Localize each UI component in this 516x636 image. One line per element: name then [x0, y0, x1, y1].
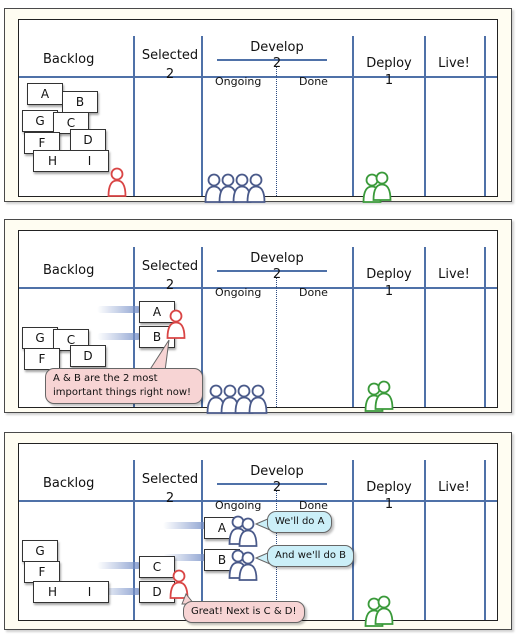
- card-d[interactable]: D: [70, 345, 106, 367]
- person-blue-icon: [220, 384, 240, 414]
- develop-header: Develop: [250, 251, 304, 266]
- card-h-i[interactable]: H I: [33, 150, 109, 172]
- deploy-limit: 1: [384, 284, 394, 299]
- develop-header: Develop: [250, 464, 304, 479]
- card-i-label: I: [87, 154, 92, 168]
- card-h-label: H: [47, 585, 58, 599]
- ongoing-header: Ongoing: [215, 75, 262, 88]
- product-owner-speech-bubble: A & B are the 2 most important things ri…: [45, 368, 203, 404]
- live-header: Live!: [438, 56, 470, 71]
- speech-text: We'll do A: [275, 516, 325, 527]
- ongoing-header: Ongoing: [215, 499, 262, 512]
- selected-header: Selected: [141, 48, 199, 63]
- motion-streak-icon: [97, 306, 141, 313]
- done-header: Done: [299, 75, 328, 88]
- card-b[interactable]: B: [139, 326, 175, 348]
- speech-text: A & B are the 2 most important things ri…: [53, 373, 192, 398]
- card-i-label: I: [87, 585, 92, 599]
- selected-limit: 2: [165, 491, 175, 506]
- selected-header: Selected: [141, 472, 199, 487]
- done-header: Done: [299, 499, 328, 512]
- ongoing-header: Ongoing: [215, 286, 262, 299]
- panel-3: Backlog Selected 2 Develop 2 Ongoing Don…: [4, 432, 512, 630]
- speech-text: And we'll do B: [275, 550, 347, 561]
- live-header: Live!: [438, 480, 470, 495]
- selected-limit: 2: [165, 278, 175, 293]
- card-g[interactable]: G: [22, 540, 58, 562]
- motion-streak-icon: [97, 562, 141, 569]
- backlog-header: Backlog: [43, 263, 95, 278]
- person-blue-icon: [238, 551, 258, 581]
- team-b-speech-bubble: And we'll do B: [267, 545, 355, 567]
- develop-limit: 2: [272, 267, 282, 282]
- person-blue-icon: [246, 173, 266, 203]
- develop-header: Develop: [250, 40, 304, 55]
- person-blue-icon: [238, 517, 258, 547]
- deploy-header: Deploy: [366, 480, 412, 495]
- selected-header: Selected: [141, 259, 199, 274]
- develop-limit: 2: [272, 480, 282, 495]
- speech-tail-icon: [148, 339, 170, 372]
- live-header: Live!: [438, 267, 470, 282]
- motion-streak-icon: [97, 588, 141, 595]
- person-blue-icon: [204, 173, 224, 203]
- deploy-header: Deploy: [366, 56, 412, 71]
- product-owner-speech-bubble: Great! Next is C & D!: [183, 601, 305, 623]
- team-a-speech-bubble: We'll do A: [267, 511, 333, 533]
- deploy-header: Deploy: [366, 267, 412, 282]
- card-a[interactable]: A: [139, 301, 175, 323]
- card-f[interactable]: F: [24, 348, 60, 370]
- deploy-limit: 1: [384, 497, 394, 512]
- person-red-icon: [169, 569, 189, 599]
- card-a[interactable]: A: [27, 83, 63, 105]
- done-header: Done: [299, 286, 328, 299]
- card-h-label: H: [47, 154, 58, 168]
- motion-streak-icon: [163, 554, 207, 561]
- motion-streak-icon: [163, 522, 207, 529]
- backlog-header: Backlog: [43, 476, 95, 491]
- deploy-limit: 1: [384, 73, 394, 88]
- motion-streak-icon: [97, 333, 141, 340]
- panel-1: Backlog Selected 2 Develop 2 Ongoing Don…: [4, 8, 512, 203]
- person-green-icon: [372, 171, 392, 201]
- card-d[interactable]: D: [70, 129, 106, 151]
- card-b[interactable]: B: [62, 91, 98, 113]
- speech-text: Great! Next is C & D!: [191, 606, 297, 617]
- backlog-header: Backlog: [43, 52, 95, 67]
- card-c[interactable]: C: [139, 556, 175, 578]
- person-blue-icon: [248, 384, 268, 414]
- card-f[interactable]: F: [24, 561, 60, 583]
- person-green-icon: [374, 595, 394, 625]
- person-red-icon: [166, 309, 186, 339]
- person-red-icon: [107, 167, 127, 197]
- card-h-i[interactable]: H I: [33, 581, 109, 603]
- develop-limit: 2: [272, 56, 282, 71]
- person-green-icon: [374, 380, 394, 410]
- panel-2: Backlog Selected 2 Develop 2 Ongoing Don…: [4, 219, 512, 414]
- selected-limit: 2: [165, 67, 175, 82]
